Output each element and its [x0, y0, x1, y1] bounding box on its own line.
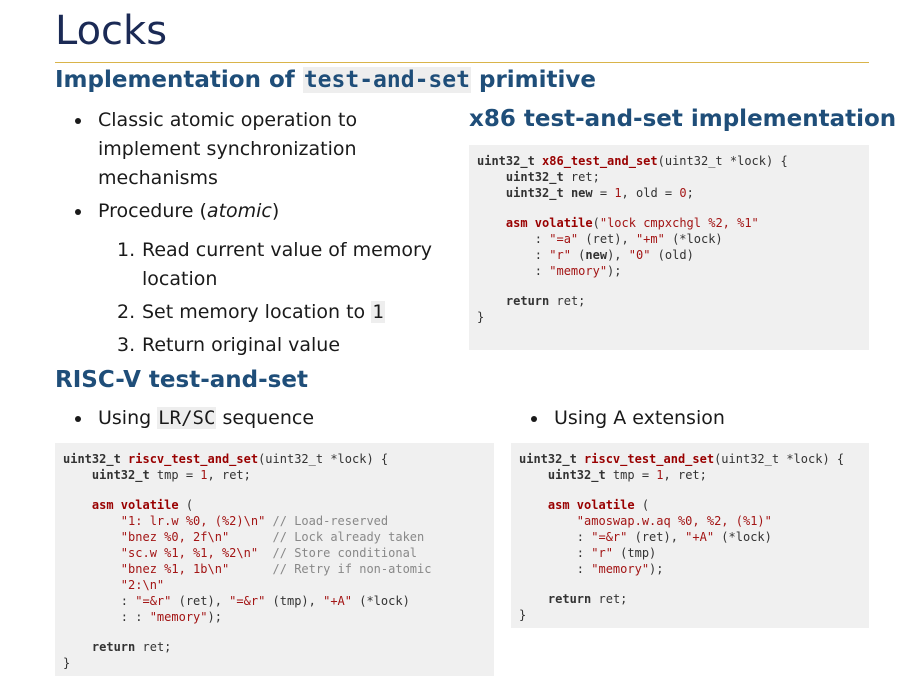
procedure-steps: 1.Read current value of memory location … — [55, 236, 460, 360]
bullet-procedure: Procedure (atomic) — [55, 197, 460, 226]
bullet-lrsc: Using LR/SC sequence — [55, 404, 475, 433]
section-heading-implementation: Implementation of test-and-set primitive — [55, 67, 597, 93]
x86-heading: x86 test-and-set implementation — [469, 106, 897, 132]
riscv-lrsc-code-block: uint32_t riscv_test_and_set(uint32_t *lo… — [55, 443, 494, 676]
riscv-left-bullets: Using LR/SC sequence — [55, 404, 475, 433]
riscv-amo-code-block: uint32_t riscv_test_and_set(uint32_t *lo… — [511, 443, 869, 628]
step-3: 3.Return original value — [117, 334, 341, 356]
page-title: Locks — [55, 8, 168, 54]
procedure-list: Classic atomic operation to implement sy… — [55, 106, 460, 226]
step-1: 1.Read current value of memory location — [117, 239, 433, 290]
x86-code-block: uint32_t x86_test_and_set(uint32_t *lock… — [469, 145, 869, 350]
bullet-a-extension: Using A extension — [511, 404, 871, 433]
bullet-classic-atomic: Classic atomic operation to implement sy… — [55, 106, 460, 193]
step-2: 2.Set memory location to 1 — [117, 301, 385, 323]
riscv-right-bullets: Using A extension — [511, 404, 871, 433]
title-divider — [55, 62, 869, 63]
riscv-heading: RISC-V test-and-set — [55, 367, 308, 393]
